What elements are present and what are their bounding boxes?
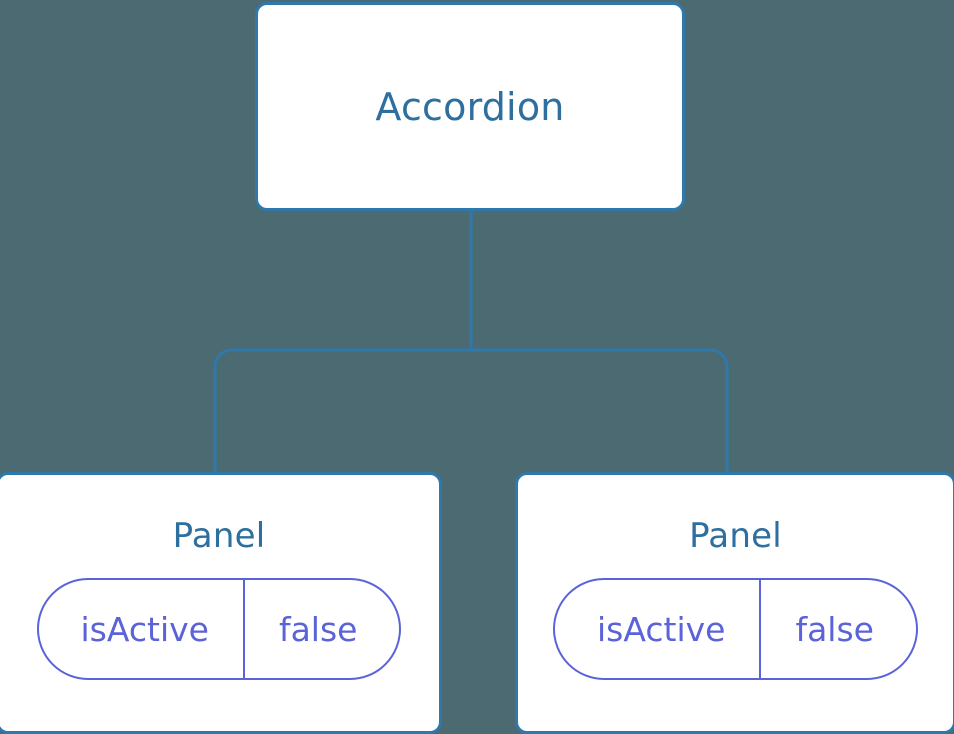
node-panel-right-prop-pill[interactable]: isActive false [553,578,918,680]
node-panel-right-prop-value: false [795,609,874,649]
node-panel-right-prop-key: isActive [555,580,762,678]
node-panel-right[interactable]: Panel isActive false [515,472,954,734]
node-panel-left[interactable]: Panel isActive false [0,472,442,734]
node-panel-right-title: Panel [689,516,782,556]
edge-branch-to-panel-left [213,348,471,474]
edge-branch-to-panel-right [471,348,729,474]
node-panel-left-prop-value: false [278,609,358,649]
node-accordion-title: Accordion [375,84,565,129]
node-panel-left-prop-key: isActive [39,580,245,678]
node-panel-left-title: Panel [172,516,266,556]
node-accordion[interactable]: Accordion [255,2,685,211]
node-panel-left-prop-pill[interactable]: isActive false [36,578,402,680]
